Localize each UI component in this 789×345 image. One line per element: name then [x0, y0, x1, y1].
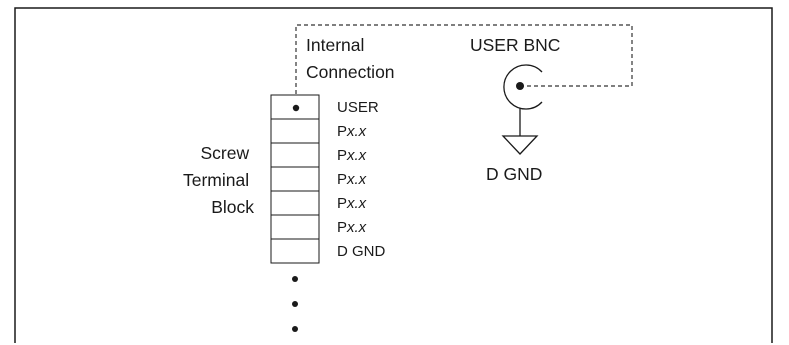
user-terminal-dot	[292, 104, 300, 112]
pin-label: Px.x	[337, 195, 367, 212]
internal-connection-label: Internal Connection	[306, 35, 395, 82]
screw-terminal-block-label: Screw Terminal Block	[183, 143, 254, 217]
internal-connection-line-1: Internal	[306, 35, 364, 55]
pin-label: Px.x	[337, 123, 367, 140]
continuation-ellipsis	[292, 276, 298, 332]
pin-label: D GND	[337, 243, 386, 260]
terminal-cell	[270, 142, 320, 168]
ellipsis-dot	[292, 326, 298, 332]
ellipsis-dot	[292, 301, 298, 307]
terminal-cell	[270, 166, 320, 192]
terminal-cell	[270, 238, 320, 264]
terminal-block	[270, 94, 320, 264]
bnc-center-pin-icon	[516, 82, 524, 90]
ellipsis-dot	[292, 276, 298, 282]
ground-label: D GND	[486, 164, 542, 184]
bnc-connector-icon	[503, 64, 543, 110]
figure-frame	[14, 7, 773, 343]
terminal-cell	[270, 214, 320, 240]
internal-connection-line-2: Connection	[306, 62, 395, 82]
terminal-cell	[270, 190, 320, 216]
screw-terminal-line-1: Screw	[201, 143, 250, 163]
pin-label: Px.x	[337, 219, 367, 236]
screw-terminal-line-3: Block	[211, 197, 254, 217]
user-bnc-label: USER BNC	[470, 35, 560, 55]
terminal-cell	[270, 118, 320, 144]
pin-label: USER	[337, 99, 379, 116]
pin-label: Px.x	[337, 147, 367, 164]
ground-symbol-icon	[501, 135, 539, 155]
terminal-pin-labels: USER Px.x Px.x Px.x Px.x Px.x D GND	[337, 99, 386, 260]
pin-label: Px.x	[337, 171, 367, 188]
screw-terminal-line-2: Terminal	[183, 170, 249, 190]
